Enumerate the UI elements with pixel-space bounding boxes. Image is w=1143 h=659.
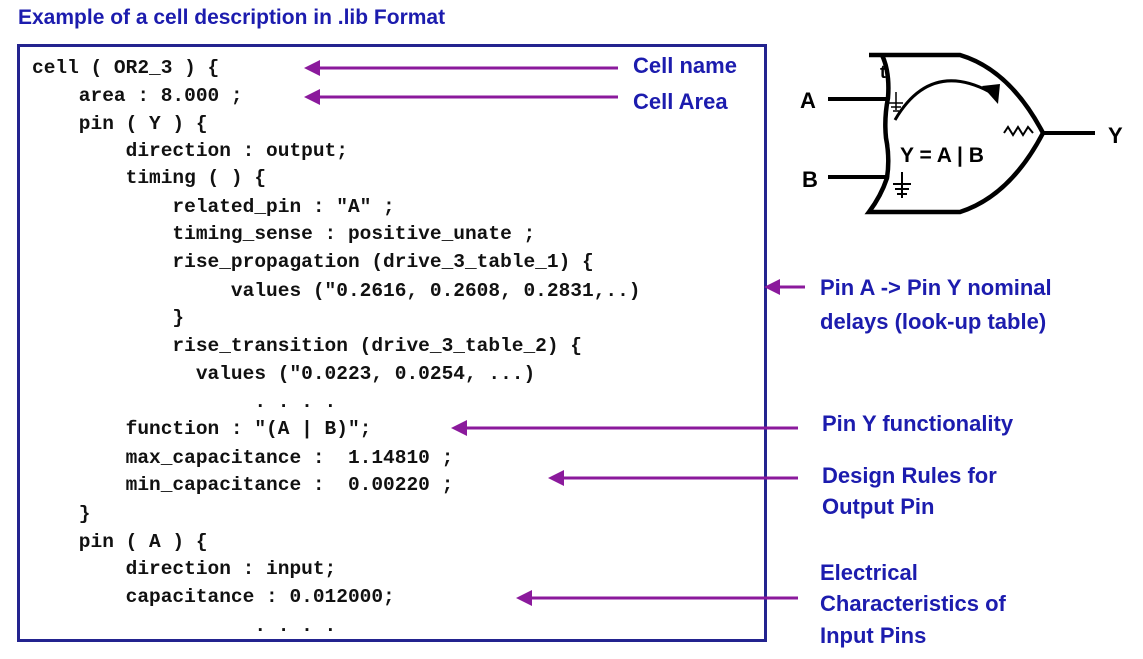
code-line-close-brace-1: } [32, 307, 185, 329]
label-cell-area: Cell Area [633, 89, 728, 114]
label-electrical-1: Electrical [820, 560, 918, 585]
arrowhead-cell-area [304, 89, 320, 105]
label-cell-name: Cell name [633, 53, 737, 78]
code-line-related-pin: related_pin : "A" ; [32, 196, 395, 218]
gate-input-b-label: B [802, 167, 818, 192]
label-design-rules-1: Design Rules for [822, 463, 997, 488]
code-line-direction-output: direction : output; [32, 140, 348, 162]
annotation-arrows [304, 60, 805, 606]
capacitor-b-icon [893, 172, 911, 198]
label-electrical-2: Characteristics of [820, 591, 1006, 616]
arrowhead-electrical [516, 590, 532, 606]
label-pin-y-functionality: Pin Y functionality [822, 411, 1014, 436]
code-line-values-2: values ("0.0223, 0.0254, ...) [32, 363, 536, 385]
code-line-ellipsis-2: . . . . [32, 615, 337, 637]
code-line-ellipsis-1: . . . . [32, 391, 337, 413]
gate-body [864, 52, 1046, 215]
code-line-pin-y: pin ( Y ) { [32, 113, 208, 135]
code-line-timing: timing ( ) { [32, 167, 267, 189]
arrowhead-pin-y-func [451, 420, 467, 436]
gate-output-y-label: Y [1108, 123, 1123, 148]
code-line-pin-a: pin ( A ) { [32, 531, 208, 553]
code-line-rise-propagation: rise_propagation (drive_3_table_1) { [32, 251, 594, 273]
code-line-capacitance: capacitance : 0.012000; [32, 586, 395, 608]
code-line-direction-input: direction : input; [32, 558, 337, 580]
current-arc-head [982, 84, 1000, 104]
label-pin-delay-1: Pin A -> Pin Y nominal [820, 275, 1052, 300]
code-line-max-cap: max_capacitance : 1.14810 ; [32, 447, 454, 469]
or-gate-symbol [828, 52, 1095, 215]
gate-input-a-label: A [800, 88, 816, 113]
code-line-rise-transition: rise_transition (drive_3_table_2) { [32, 335, 582, 357]
arrowhead-design-rules [548, 470, 564, 486]
code-line-values-1: values ("0.2616, 0.2608, 0.2831,..) [32, 280, 641, 302]
label-design-rules-2: Output Pin [822, 494, 935, 519]
code-line-area: area : 8.000 ; [32, 85, 243, 107]
resistor-icon [1003, 125, 1034, 137]
gate-t-label: t [880, 62, 886, 82]
code-line-min-cap: min_capacitance : 0.00220 ; [32, 474, 454, 496]
label-electrical-3: Input Pins [820, 623, 927, 648]
arrowhead-pin-delay [764, 279, 780, 295]
code-line-timing-sense: timing_sense : positive_unate ; [32, 223, 536, 245]
code-line-cell: cell ( OR2_3 ) { [32, 57, 220, 79]
slide-title: Example of a cell description in .lib Fo… [18, 6, 446, 29]
arrowhead-cell-name [304, 60, 320, 76]
code-line-close-brace-2: } [32, 503, 91, 525]
label-pin-delay-2: delays (look-up table) [820, 309, 1047, 334]
current-arc [893, 79, 991, 121]
lib-code-box [17, 44, 767, 642]
code-line-function: function : "(A | B)"; [32, 418, 372, 440]
capacitor-a-icon [889, 92, 903, 112]
gate-equation: Y = A | B [900, 144, 984, 167]
